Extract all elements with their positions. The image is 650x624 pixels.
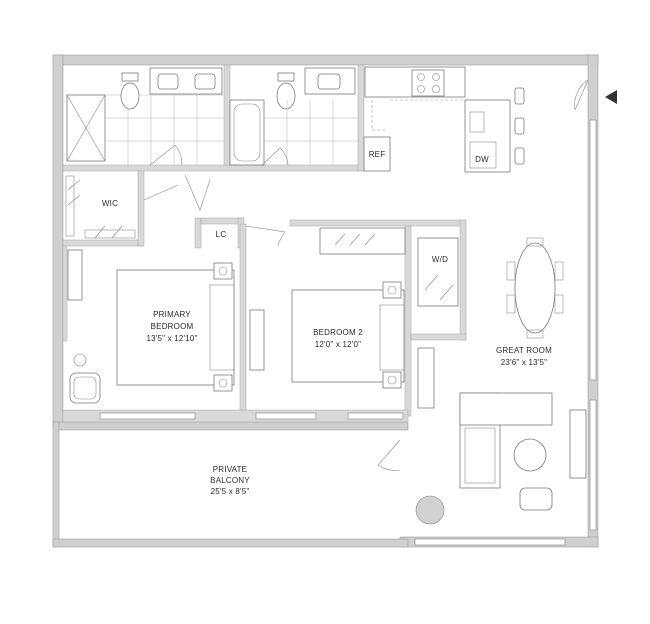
walk-in-closet	[65, 174, 211, 239]
label-primary-name-2: BEDROOM	[151, 322, 194, 331]
bathroom-second	[229, 67, 358, 166]
label-great-name: GREAT ROOM	[496, 346, 552, 355]
label-great-dims: 23'6" x 13'5"	[501, 358, 547, 367]
label-balcony-name-1: PRIVATE	[213, 465, 247, 474]
laundry-closet	[417, 237, 459, 307]
label-dw: DW	[475, 155, 489, 164]
label-balcony-dims: 25'5 x 8'5"	[211, 487, 250, 496]
label-primary-name-1: PRIMARY	[153, 310, 191, 319]
kitchen	[363, 66, 589, 173]
bathroom-primary	[66, 67, 224, 166]
label-balcony-name-2: BALCONY	[210, 476, 250, 485]
label-lc: LC	[216, 230, 227, 239]
interior-walls	[62, 64, 467, 423]
label-wd: W/D	[432, 255, 448, 264]
bedroom-two	[245, 225, 406, 389]
great-room	[377, 237, 587, 525]
label-bedroom2-dims: 12'0" x 12'0"	[315, 340, 361, 349]
primary-bedroom	[67, 249, 235, 404]
label-ref: REF	[369, 150, 386, 159]
label-wic: WIC	[102, 199, 118, 208]
triangle-left-icon	[605, 90, 617, 104]
label-primary-dims: 13'5" x 12'10"	[146, 334, 197, 343]
label-bedroom2-name: BEDROOM 2	[313, 328, 363, 337]
windows	[99, 119, 597, 546]
